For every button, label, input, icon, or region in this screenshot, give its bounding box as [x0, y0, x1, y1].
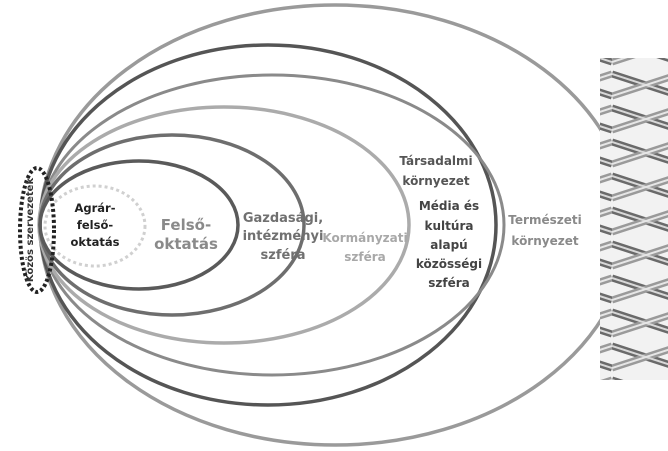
svg-text:intézményi: intézményi — [243, 229, 324, 244]
svg-text:Kormányzati: Kormányzati — [322, 231, 407, 245]
svg-text:oktatás: oktatás — [71, 235, 120, 249]
tarsadalmi-label: Társadalmi környezet — [399, 154, 472, 188]
svg-text:szféra: szféra — [344, 250, 386, 264]
svg-text:kultúra: kultúra — [425, 219, 474, 233]
kormanyzati-label: Kormányzati szféra — [322, 231, 407, 264]
felso-label: Felső- oktatás — [154, 216, 218, 253]
svg-text:szféra: szféra — [261, 248, 306, 263]
svg-text:környezet: környezet — [511, 234, 578, 248]
svg-text:Társadalmi: Társadalmi — [399, 154, 472, 168]
svg-text:közösségi: közösségi — [416, 257, 482, 271]
svg-text:környezet: környezet — [402, 174, 469, 188]
svg-text:alapú: alapú — [430, 238, 467, 252]
felso-ellipse — [38, 159, 240, 291]
svg-text:Agrár-: Agrár- — [74, 201, 115, 215]
termeszeti-label: Természeti környezet — [508, 213, 581, 248]
svg-text:Gazdasági,: Gazdasági, — [243, 211, 323, 226]
agrar-dotted-ellipse — [43, 184, 147, 268]
svg-text:Felső-: Felső- — [161, 216, 211, 234]
svg-text:felső-: felső- — [77, 218, 113, 232]
svg-text:oktatás: oktatás — [154, 235, 218, 253]
kozos-label: Közös szervezetek — [25, 178, 36, 283]
kozos-dotted-ellipse — [18, 166, 56, 294]
svg-text:Természeti: Természeti — [508, 213, 581, 227]
svg-text:szféra: szféra — [428, 276, 470, 290]
svg-text:Média és: Média és — [419, 199, 479, 213]
braid-decoration — [600, 58, 668, 380]
media-label: Média és kultúra alapú közösségi szféra — [416, 199, 482, 290]
gazdasagi-label: Gazdasági, intézményi szféra — [243, 211, 324, 263]
agrar-label: Agrár- felső- oktatás — [71, 201, 120, 249]
